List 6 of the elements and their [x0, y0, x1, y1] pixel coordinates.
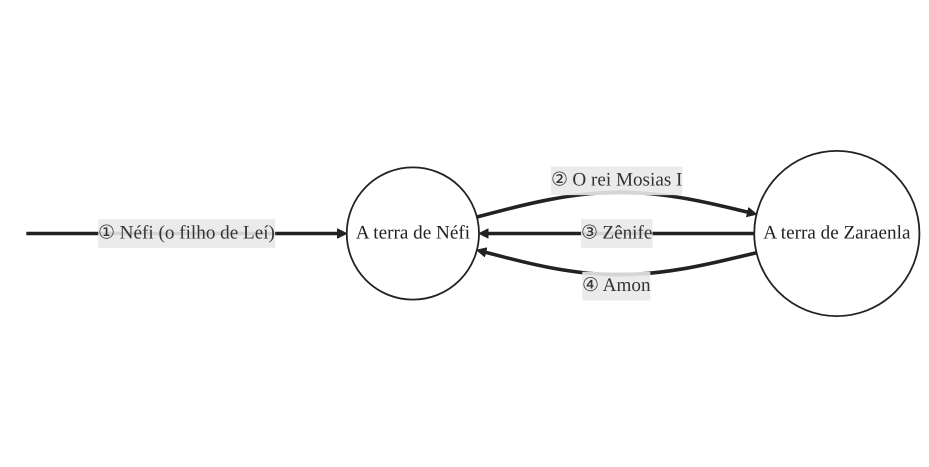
edge-label: ④ Amon [582, 275, 651, 296]
edge-label: ③ Zênife [580, 222, 652, 244]
node-circle: A terra de Néfi [346, 166, 480, 301]
edge-label: ② O rei Mosias I [550, 170, 682, 190]
node-circle: A terra de Zaraenla [753, 150, 920, 317]
edge-label: ① Néfi (o filho de Leí) [98, 222, 275, 244]
